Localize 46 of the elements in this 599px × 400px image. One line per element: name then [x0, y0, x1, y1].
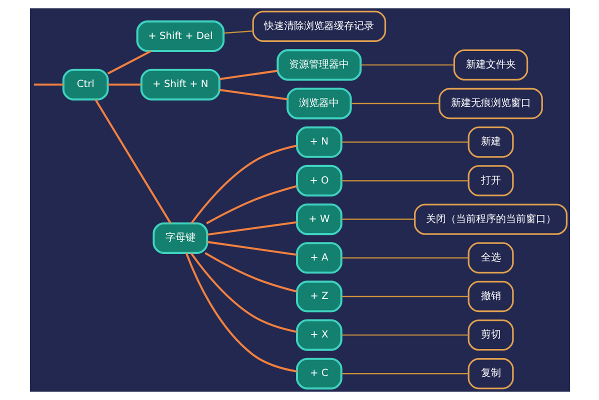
connector	[223, 30, 252, 34]
node-box: + C	[295, 358, 342, 390]
connector	[341, 257, 468, 258]
node-box: 剪切	[467, 319, 514, 351]
node-box: + X	[295, 319, 342, 351]
connector	[218, 88, 288, 100]
node-box: + A	[295, 242, 342, 274]
node-box: + O	[295, 164, 342, 197]
node-box: 新建	[467, 126, 514, 158]
node-box: 新建无痕浏览窗口	[438, 88, 542, 120]
node-box: 撤销	[467, 280, 514, 312]
connector	[94, 99, 171, 224]
node-box: 资源管理器中	[276, 49, 362, 81]
connector	[190, 144, 297, 224]
node-box: + W	[295, 203, 342, 236]
node-box: + Z	[295, 280, 342, 312]
connector	[341, 334, 468, 336]
connector	[184, 252, 297, 372]
connector	[341, 373, 468, 374]
connector	[33, 84, 63, 86]
connector	[360, 64, 454, 66]
node-box: Ctrl	[62, 68, 108, 100]
connector	[341, 142, 468, 143]
node-box: 浏览器中	[286, 88, 352, 120]
node-box: 全选	[467, 242, 514, 274]
node-box: 打开	[467, 165, 514, 196]
node-box: 字母键	[152, 222, 208, 254]
connector	[218, 70, 278, 80]
connector	[204, 252, 297, 292]
connector	[206, 240, 296, 256]
connector	[190, 252, 297, 333]
node-box: + Shift + Del	[136, 20, 224, 52]
node-box: 关闭（当前程序的当前窗口）	[414, 204, 568, 235]
connector	[107, 84, 141, 86]
connector	[341, 218, 414, 220]
connector	[206, 221, 296, 236]
node-box: 复制	[467, 358, 514, 390]
node-box: + N	[295, 126, 342, 158]
connector	[206, 185, 297, 224]
node-box: 快速清除浏览器缓存记录	[252, 10, 386, 42]
node-box: + Shift + N	[140, 68, 220, 100]
node-box: 新建文件夹	[452, 49, 528, 81]
connector	[341, 180, 468, 182]
connector	[341, 296, 468, 298]
connector	[350, 102, 439, 104]
connector	[106, 50, 151, 74]
